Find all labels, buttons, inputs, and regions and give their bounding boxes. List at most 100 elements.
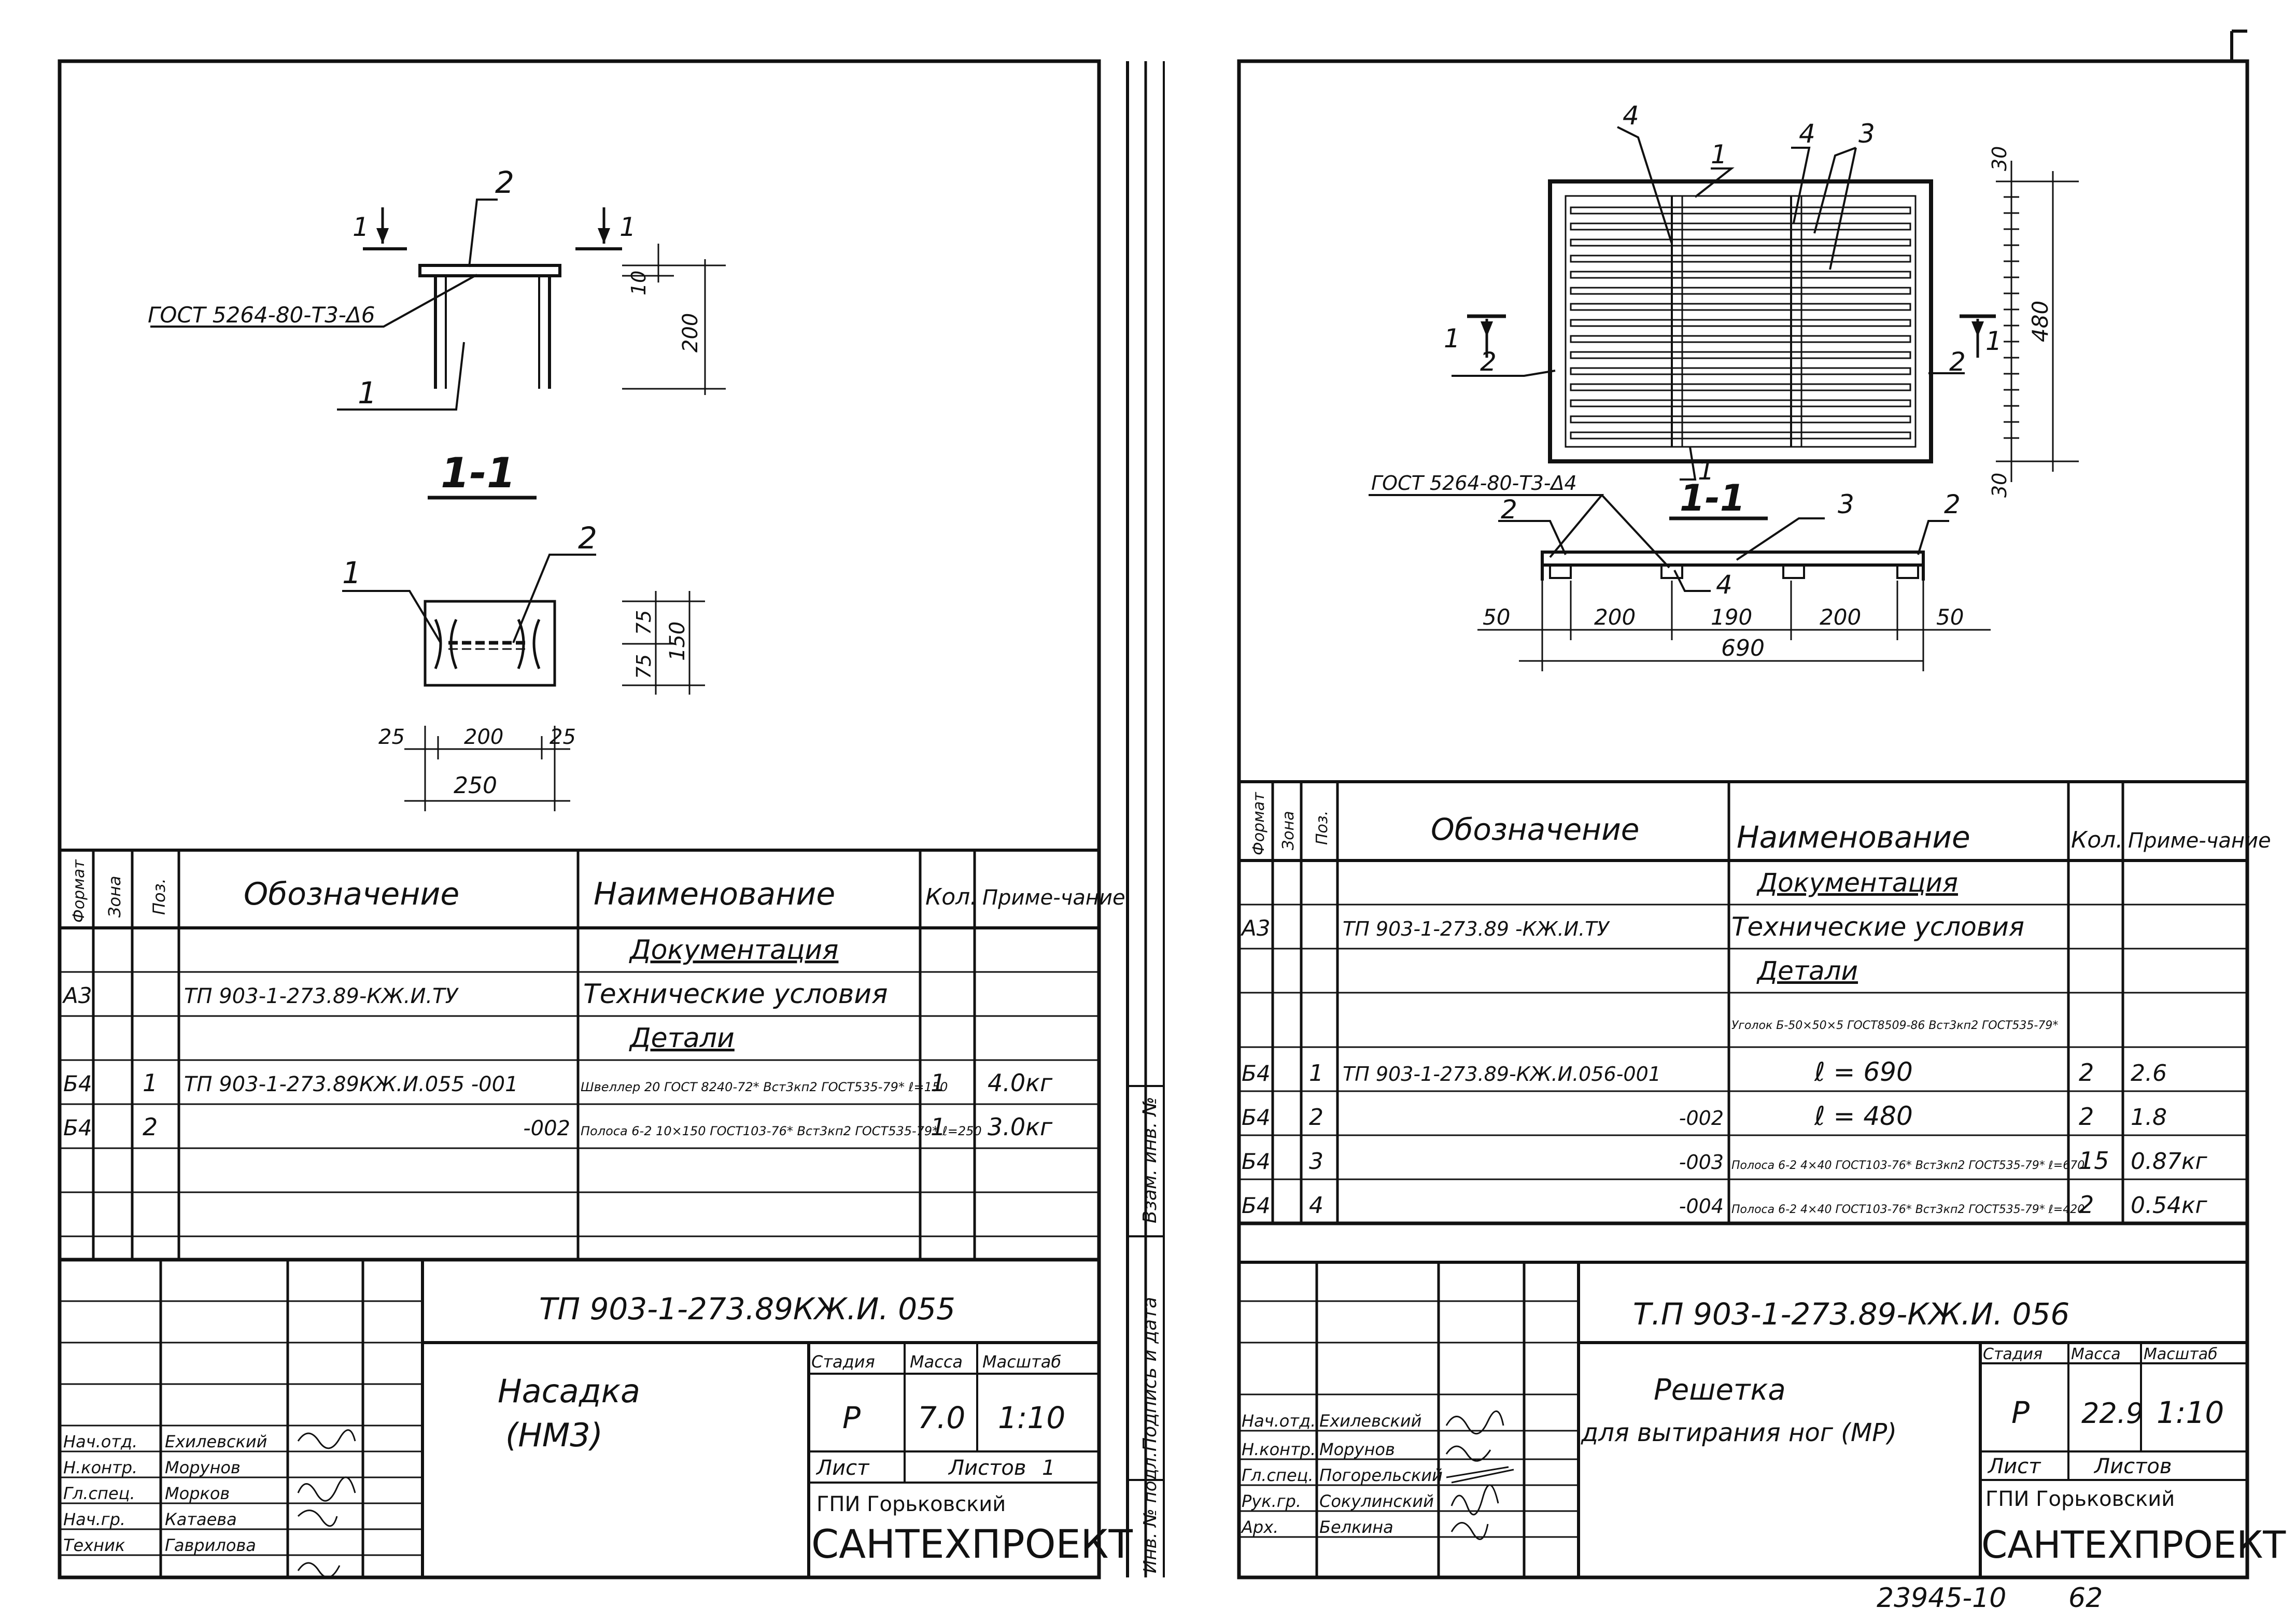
right-hdr-zone: Зона: [1279, 811, 1298, 850]
left-dim-flange: 10: [627, 271, 650, 295]
grate-bar: [1570, 206, 1911, 215]
right-signer-name: Погорельский: [1319, 1465, 1443, 1485]
left-row-designation: ТП 903-1-273.89-КЖ.И.ТУ: [184, 984, 459, 1008]
left-sec-pos-2: 2: [578, 520, 597, 556]
strip-label-inventory: Инв. № подл.: [1140, 1451, 1161, 1573]
right-sec-pos-4: 4: [1716, 570, 1732, 600]
left-section-view: [342, 496, 705, 811]
right-pos-2a: 2: [1480, 347, 1497, 377]
right-row-designation: -003: [1679, 1151, 1724, 1174]
left-row-name: Документация: [629, 935, 838, 966]
right-dim-side-bottom: 30: [1988, 473, 2011, 498]
right-row-designation: -004: [1679, 1195, 1724, 1218]
left-stamp-org1: ГПИ Горьковский: [816, 1492, 1006, 1516]
right-row-qty: 15: [2079, 1147, 2109, 1175]
left-stamp-org2: САНТЕХПРОЕКТ: [811, 1521, 1133, 1567]
left-signer-role: Техник: [63, 1535, 125, 1555]
left-signer-role: Нач.гр.: [63, 1510, 125, 1529]
right-stamp-mass-label: Масса: [2071, 1345, 2121, 1363]
left-hdr-designation: Обозначение: [244, 876, 459, 912]
left-stamp-code: ТП 903-1-273.89КЖ.И. 055: [539, 1291, 955, 1327]
right-row-designation: -002: [1679, 1107, 1724, 1130]
left-stamp-stage: Р: [842, 1400, 861, 1435]
footer-page-number: 62: [2068, 1583, 2103, 1614]
left-dim-total-height: 200: [679, 313, 702, 352]
left-signer-name: Гаврилова: [165, 1535, 256, 1555]
left-signer-role: Гл.спец.: [63, 1484, 135, 1503]
left-row-designation: -002: [523, 1117, 570, 1140]
right-stamp-scale-label: Масштаб: [2144, 1345, 2218, 1363]
grate-bar: [1570, 367, 1911, 375]
right-title-block: [1239, 1221, 2247, 1577]
right-stamp-scale: 1:10: [2157, 1395, 2224, 1430]
right-signer-name: Белкина: [1319, 1517, 1393, 1537]
left-sec-dim-total: 150: [666, 622, 689, 661]
grate-bars: [1570, 206, 1911, 440]
left-hdr-qty: Кол.: [925, 884, 977, 910]
left-stamp-title: Насадка: [498, 1372, 640, 1410]
right-signatures: [1445, 1410, 1514, 1540]
right-signer-role: Н.контр.: [1242, 1440, 1316, 1459]
right-row-name: ℓ = 480: [1814, 1101, 1913, 1131]
right-pos-4a: 4: [1623, 101, 1639, 131]
right-signers: Нач.отд.ЕхилевскийН.контр.МоруновГл.спец…: [1241, 1411, 1443, 1537]
left-hdr-note: Приме-чание: [982, 886, 1125, 910]
right-row-pos: 3: [1309, 1148, 1323, 1175]
left-sec-dim-bottom: 75: [632, 654, 655, 679]
right-signer-role: Арх.: [1241, 1517, 1278, 1537]
left-row-format: Б4: [63, 1115, 92, 1140]
right-row-note: 1.8: [2131, 1104, 2167, 1131]
right-dim-d3: 190: [1711, 604, 1752, 630]
left-stamp-scale: 1:10: [998, 1400, 1065, 1435]
grate-bar: [1570, 255, 1911, 263]
right-section-title: 1-1: [1680, 477, 1745, 519]
left-row-qty: 1: [931, 1069, 946, 1097]
left-stamp-sheets: 1: [1042, 1456, 1055, 1480]
right-row-qty: 2: [2079, 1103, 2094, 1131]
middle-strip: [1126, 61, 1165, 1577]
left-signatures: [297, 1429, 356, 1578]
right-stamp-code: Т.П 903-1-273.89-КЖ.И. 056: [1633, 1296, 2069, 1332]
right-hdr-name: Наименование: [1737, 820, 1970, 855]
left-title-block: [60, 1258, 1099, 1577]
right-hdr-note: Приме-чание: [2128, 829, 2271, 853]
right-row-format: Б4: [1242, 1105, 1271, 1130]
right-row-note: 2.6: [2131, 1060, 2167, 1087]
right-row-pos: 4: [1309, 1192, 1323, 1219]
left-row-format: А3: [62, 983, 92, 1008]
right-hdr-pos: Поз.: [1313, 811, 1331, 845]
grate-bar: [1570, 319, 1911, 327]
grate-bar: [1570, 351, 1911, 359]
right-weld-note: ГОСТ 5264-80-Т3-Δ4: [1371, 472, 1577, 495]
left-section-marker-a: 1: [353, 212, 369, 242]
right-hdr-format: Формат: [1250, 792, 1268, 855]
right-signer-role: Рук.гр.: [1242, 1491, 1301, 1511]
right-signer-name: Сокулинский: [1319, 1491, 1434, 1511]
left-sec-pos-1: 1: [342, 555, 361, 590]
right-pos-2b: 2: [1949, 347, 1966, 377]
grate-bar: [1570, 415, 1911, 424]
left-signer-name: Морунов: [165, 1458, 241, 1477]
grate-section: [1369, 494, 1991, 671]
left-signer-name: Морков: [165, 1484, 230, 1503]
text-layer: ГОСТ 5264-80-Т3-Δ6 2 1 1 1 10 200 1-1 1 …: [62, 101, 2286, 1614]
grate-plan: [1452, 126, 2079, 482]
right-stamp-stage-label: Стадия: [1983, 1345, 2043, 1363]
right-dim-d5: 50: [1936, 604, 1964, 630]
right-sec-pos-2l: 2: [1501, 495, 1517, 525]
right-row-name: Полоса 6-2 4×40 ГОСТ103-76* Вст3кп2 ГОСТ…: [1731, 1203, 2084, 1216]
right-row-name: Технические условия: [1731, 912, 2024, 942]
right-sec-pos-3: 3: [1838, 489, 1854, 519]
right-stamp-sheet-label: Лист: [1987, 1455, 2041, 1478]
left-row-note: 3.0кг: [988, 1113, 1053, 1141]
right-row-pos: 2: [1309, 1104, 1323, 1131]
grate-bar: [1570, 271, 1911, 279]
right-signer-role: Гл.спец.: [1242, 1465, 1314, 1485]
grate-bar: [1570, 287, 1911, 295]
side-ticks: [2004, 196, 2019, 439]
left-row-name: Технические условия: [583, 979, 888, 1010]
left-row-name: Полоса 6-2 10×150 ГОСТ103-76* Вст3кп2 ГО…: [581, 1124, 982, 1138]
right-hdr-designation: Обозначение: [1431, 812, 1639, 847]
left-stamp-mass: 7.0: [918, 1400, 965, 1435]
left-row-name: Швеллер 20 ГОСТ 8240-72* Вст3кп2 ГОСТ535…: [581, 1080, 948, 1094]
